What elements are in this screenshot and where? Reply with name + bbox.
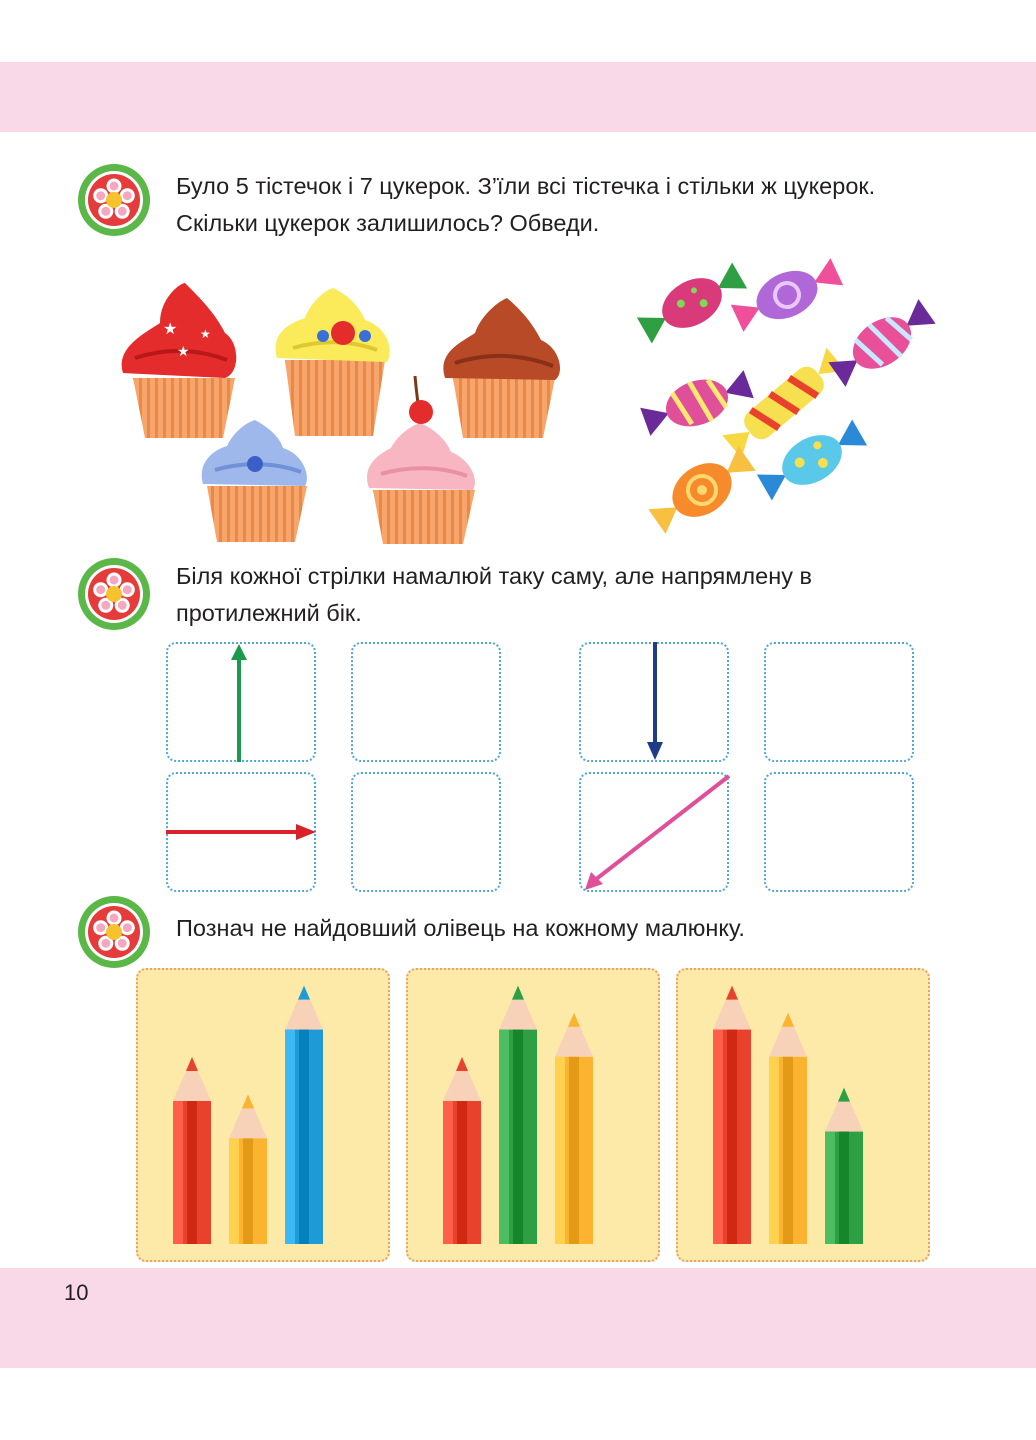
flower-icon — [76, 162, 152, 238]
arrow-down — [647, 642, 663, 760]
answer-box[interactable] — [351, 772, 501, 892]
pencil-group — [173, 985, 323, 1244]
arrow-box — [579, 642, 729, 762]
pencil-panel — [406, 968, 660, 1262]
candy — [828, 299, 936, 387]
arrow-box — [166, 772, 316, 892]
pencil[interactable] — [229, 1094, 267, 1244]
candies-illustration — [636, 258, 936, 534]
pencil-panel — [136, 968, 390, 1262]
header-band — [0, 62, 1036, 132]
cupcake-chocolate — [443, 298, 561, 438]
arrow-right — [166, 824, 316, 840]
answer-box[interactable] — [764, 772, 914, 892]
arrow-box — [579, 772, 731, 892]
pencil[interactable] — [285, 985, 323, 1244]
arrow-box — [166, 642, 316, 762]
candy — [636, 262, 748, 344]
pencil[interactable] — [443, 1057, 481, 1244]
answer-box[interactable] — [764, 642, 914, 762]
pencil[interactable] — [713, 985, 751, 1244]
pencil-group — [713, 985, 863, 1244]
flower-icon — [76, 894, 152, 970]
cupcake-yellow — [275, 288, 390, 436]
cupcake-red: ★★★ — [121, 283, 237, 438]
answer-box[interactable] — [351, 642, 501, 762]
pencil[interactable] — [769, 1012, 807, 1244]
svg-text:★: ★ — [200, 327, 211, 341]
arrow-up — [231, 644, 247, 762]
cupcake-pink — [367, 375, 475, 544]
pencil[interactable] — [555, 1012, 593, 1244]
svg-text:★: ★ — [177, 343, 190, 359]
candy — [730, 258, 844, 332]
candy — [648, 446, 756, 534]
footer-band — [0, 1268, 1036, 1368]
candy — [756, 419, 868, 501]
pencil[interactable] — [173, 1057, 211, 1244]
task-3-text: Познач не найдовший олівець на кожному м… — [176, 915, 745, 941]
pencil[interactable] — [825, 1087, 863, 1244]
task-2-text: Біля кожної стрілки намалюй таку саму, а… — [176, 563, 812, 626]
svg-text:★: ★ — [163, 321, 177, 338]
pencil-group — [443, 985, 593, 1244]
cupcake-blue — [201, 420, 307, 542]
pencil-panel — [676, 968, 930, 1262]
task-1-text: Було 5 тістечок і 7 цукерок. З’їли всі т… — [176, 173, 876, 236]
page-number: 10 — [64, 1280, 89, 1305]
candy — [640, 370, 754, 436]
cupcakes-illustration: ★★★ — [121, 283, 561, 544]
arrow-diagonal — [585, 774, 731, 890]
flower-icon — [76, 556, 152, 632]
pencil[interactable] — [499, 985, 537, 1244]
